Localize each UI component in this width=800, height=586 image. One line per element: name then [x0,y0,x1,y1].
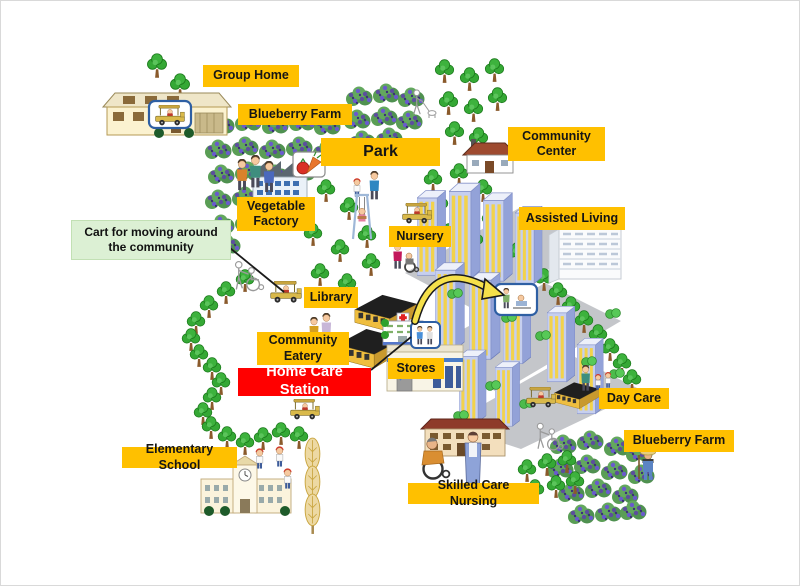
label-day-care: Day Care [599,388,669,409]
label-home-care-station: Home Care Station [238,364,371,398]
elementary-school-building [200,455,292,516]
label-elementary-school: Elementary School [122,442,237,472]
nurse-and-wheelchair-patient [421,431,482,486]
cart-callout: Cart for moving around the community [71,220,231,260]
label-blueberry-farm-north: Blueberry Farm [238,104,352,125]
poplar-trees [304,437,321,535]
label-library: Library [304,287,358,308]
community-center-building [461,139,519,174]
label-assisted-living: Assisted Living [519,207,625,230]
label-stores: Stores [388,358,444,379]
swing-set [351,193,373,240]
medical-staff-icon [410,321,441,349]
callout-connector-line [229,247,285,293]
wheelchair-outing-nursery [392,243,420,273]
group-home-building [101,92,233,138]
label-park: Park [321,138,440,166]
assisted-living-building [548,228,622,284]
park-visitors [351,171,380,240]
label-group-home: Group Home [203,65,299,87]
care-dispatch-arrow [411,274,506,325]
label-blueberry-farm-south: Blueberry Farm [624,430,734,452]
label-nursery: Nursery [389,226,451,247]
label-community-eatery: Community Eatery [257,332,349,365]
label-skilled-care-nursing: Skilled Care Nursing [408,478,539,508]
care-visit-icon [493,282,539,317]
dog-walker [413,89,437,118]
label-vegetable-factory: Vegetable Factory [237,197,315,231]
label-community-center: Community Center [508,127,605,161]
cart-icon [147,99,193,130]
home-care-connector-line [370,336,412,371]
